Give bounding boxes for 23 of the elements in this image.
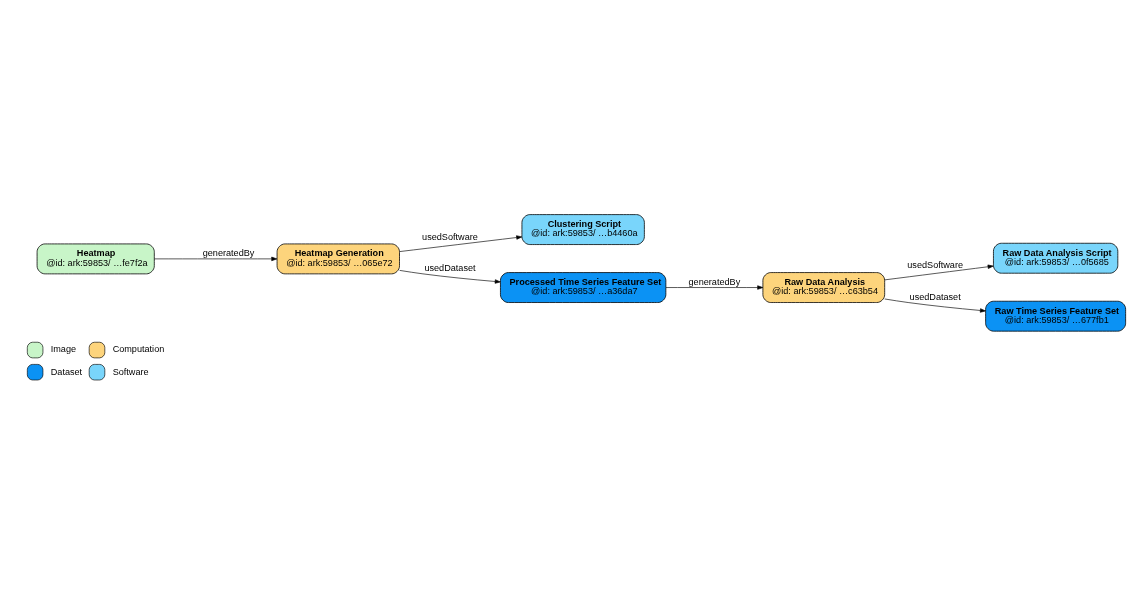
arrow — [399, 234, 523, 252]
edge-label: usedDataset — [909, 291, 961, 302]
edge-label: usedSoftware — [422, 231, 478, 242]
edge-label: usedSoftware — [907, 259, 963, 270]
arrow — [399, 269, 501, 284]
edge-label: generatedBy — [688, 276, 741, 287]
legend-label: Image — [50, 343, 77, 354]
node-box: Raw Time Series Feature Set @id: ark:59853/ …677fb1 — [985, 300, 1127, 332]
edge-label: usedDataset — [424, 262, 476, 273]
node-box: Raw Data Analysis Script @id: ark:59853/ …0f5685 — [993, 242, 1119, 274]
arrow — [884, 298, 986, 313]
node-box: Raw Data Analysis @id: ark:59853/ …c63b54 — [762, 271, 886, 303]
arrow — [884, 264, 994, 280]
legend-label: Software — [112, 366, 149, 377]
node-box: Heatmap @id: ark:59853/ …fe7f2a — [36, 243, 155, 274]
legend-label: Dataset — [50, 366, 83, 377]
node-box: Heatmap Generation @id: ark:59853/ …065e72 — [276, 243, 400, 274]
arrow — [665, 284, 764, 290]
arrow — [154, 256, 278, 261]
node-box: Clustering Script @id: ark:59853/ …b4460a — [521, 213, 645, 245]
edge-label: generatedBy — [202, 247, 255, 258]
node-box: Processed Time Series Feature Set @id: ark:59853/ …a36da7 — [500, 271, 667, 303]
legend-label: Computation — [112, 343, 165, 354]
